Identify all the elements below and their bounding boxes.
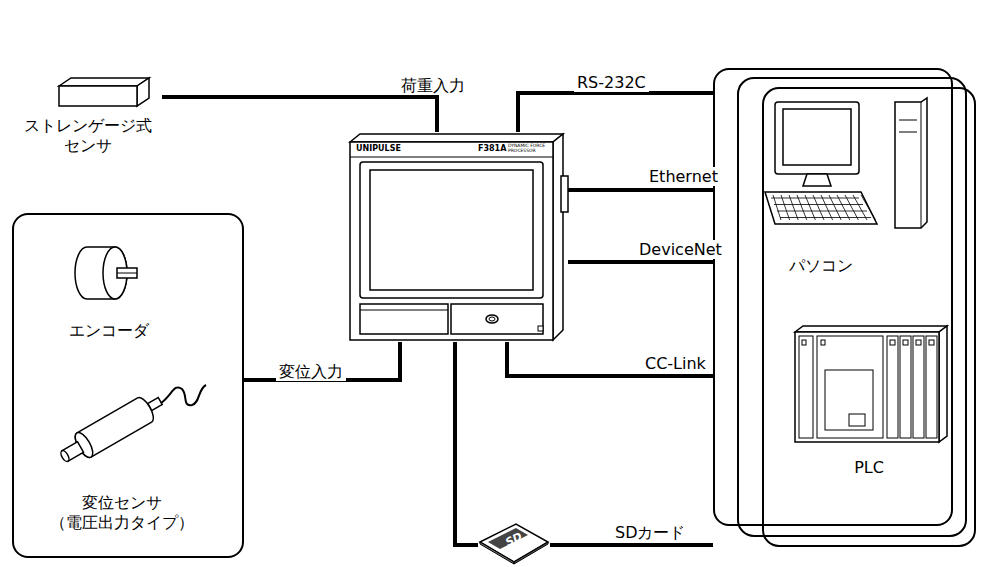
interface-label: SDカード [612, 523, 688, 542]
strain-gauge-sensor [15, 72, 160, 122]
connection-line [568, 188, 713, 192]
interface-label: CC-Link [642, 354, 709, 373]
pc-node: パソコン [761, 96, 951, 281]
node-text: エンコーダ [39, 321, 179, 341]
connection-line [162, 97, 437, 132]
node-text: 変位センサ （電圧出力タイプ） [42, 493, 202, 533]
displacement-sensor-icon [22, 375, 222, 490]
node-text: ストレンゲージ式 センサ [15, 116, 160, 156]
interface-label: 荷重入力 [398, 76, 468, 95]
input-group: エンコーダ変位センサ （電圧出力タイプ） [12, 213, 244, 558]
displacement-sensor-node: 変位センサ （電圧出力タイプ） [22, 375, 222, 545]
connection-line [568, 260, 713, 264]
interface-label: 変位入力 [276, 362, 346, 381]
plc-node: PLC [789, 322, 954, 492]
f381a-unit [350, 132, 568, 342]
sd-card-node: SD [478, 522, 550, 564]
node-text: パソコン [761, 256, 881, 276]
interface-label: RS-232C [574, 73, 649, 92]
connection-line [518, 93, 713, 132]
connection-line [455, 342, 478, 545]
interface-label: DeviceNet [636, 240, 725, 259]
host-group: パソコン PLC [713, 68, 953, 526]
connection-line [507, 342, 713, 376]
node-text: DYNAMIC FORCE PROCESSOR [508, 144, 552, 153]
processor-unit: UNIPULSE F381ADYNAMIC FORCE PROCESSOR [350, 132, 568, 342]
encoder-icon [39, 233, 179, 323]
node-text: PLC [789, 458, 949, 478]
encoder-node: エンコーダ [39, 233, 181, 353]
middle-frame [738, 78, 966, 536]
interface-label: Ethernet [646, 167, 721, 186]
node-text: UNIPULSE [356, 145, 401, 153]
personal-computer-icon [761, 96, 951, 246]
plc-icon [789, 322, 954, 447]
node-text: F381A [478, 145, 506, 153]
connection-line [550, 543, 713, 547]
back-frame [763, 88, 975, 546]
sensor-node: ストレンゲージ式 センサ [15, 72, 162, 170]
